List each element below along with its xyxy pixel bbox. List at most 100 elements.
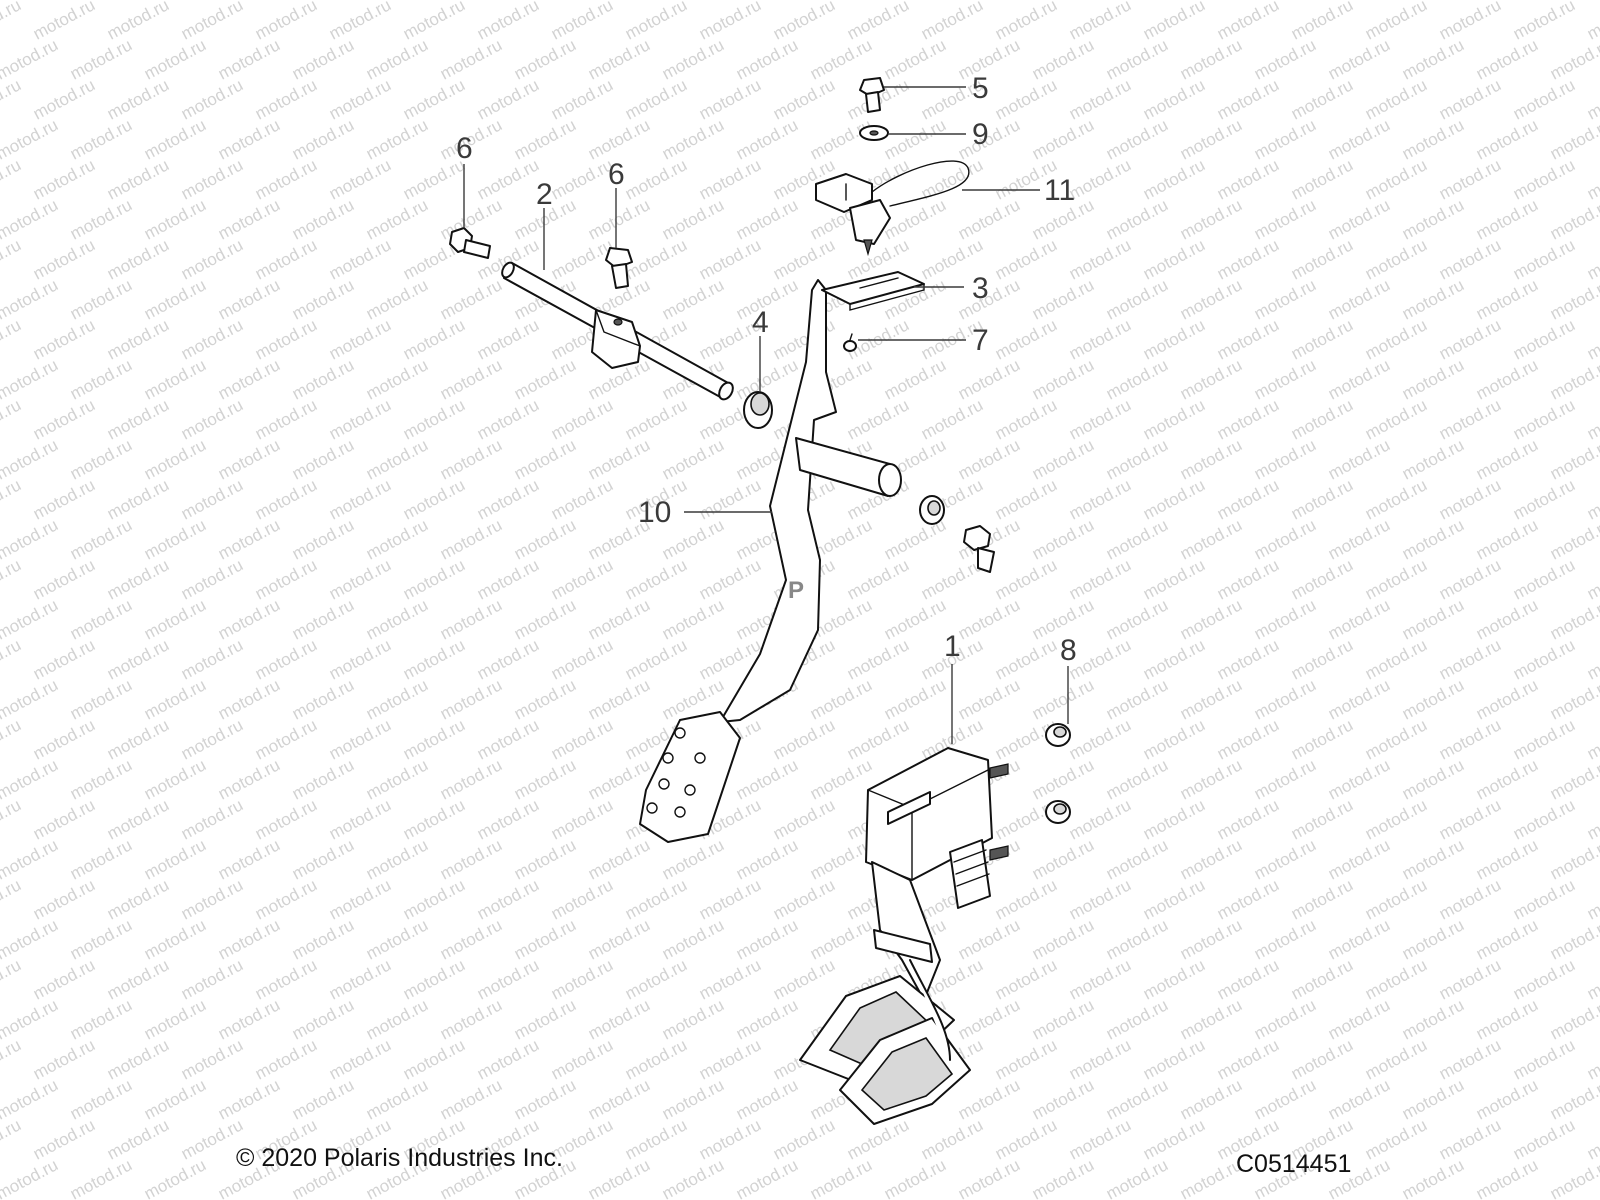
callout-11: 11 [1044,174,1075,207]
watermark-text: motod.ru [1547,675,1600,723]
watermark-text: motod.ru [363,355,431,403]
watermark-text: motod.ru [881,195,949,243]
watermark-text: motod.ru [1436,155,1504,203]
watermark-text: motod.ru [67,115,135,163]
watermark-text: motod.ru [696,955,764,1003]
watermark-text: motod.ru [252,475,320,523]
watermark-text: motod.ru [1436,555,1504,603]
watermark-text: motod.ru [1251,595,1319,643]
watermark-text: motod.ru [1214,75,1282,123]
watermark-text: motod.ru [1584,0,1600,44]
watermark-text: motod.ru [1177,195,1245,243]
watermark-text: motod.ru [0,875,24,923]
watermark-text: motod.ru [1288,155,1356,203]
watermark-text: motod.ru [252,395,320,443]
watermark-text: motod.ru [30,75,98,123]
watermark-text: motod.ru [992,1115,1060,1163]
watermark-text: motod.ru [696,1035,764,1083]
watermark-text: motod.ru [326,235,394,283]
watermark-text: motod.ru [289,435,357,483]
watermark-text: motod.ru [1214,1035,1282,1083]
watermark-text: motod.ru [1584,875,1600,923]
watermark-text: motod.ru [1029,435,1097,483]
watermark-text: motod.ru [1362,715,1430,763]
watermark-text: motod.ru [1325,595,1393,643]
watermark-text: motod.ru [1288,0,1356,44]
watermark-text: motod.ru [30,1115,98,1163]
watermark-text: motod.ru [622,155,690,203]
watermark-text: motod.ru [326,555,394,603]
watermark-text: motod.ru [1214,155,1282,203]
watermark-text: motod.ru [1066,315,1134,363]
callout-7: 7 [972,324,989,357]
watermark-text: motod.ru [548,395,616,443]
watermark-text: motod.ru [141,275,209,323]
watermark-text: motod.ru [1140,1115,1208,1163]
callout-4: 4 [752,306,769,339]
watermark-text: motod.ru [1584,155,1600,203]
watermark-text: motod.ru [1325,435,1393,483]
watermark-text: motod.ru [585,435,653,483]
watermark-text: motod.ru [992,955,1060,1003]
watermark-text: motod.ru [1140,795,1208,843]
watermark-text: motod.ru [1251,115,1319,163]
watermark-text: motod.ru [363,35,431,83]
watermark-text: motod.ru [1214,955,1282,1003]
watermark-text: motod.ru [30,155,98,203]
watermark-text: motod.ru [67,915,135,963]
callout-6b: 6 [608,158,625,191]
watermark-text: motod.ru [1473,595,1541,643]
watermark-text: motod.ru [474,1035,542,1083]
watermark-text: motod.ru [0,35,61,83]
watermark-text: motod.ru [622,955,690,1003]
watermark-text: motod.ru [400,635,468,683]
watermark-text: motod.ru [1066,955,1134,1003]
watermark-text: motod.ru [252,0,320,44]
watermark-text: motod.ru [141,195,209,243]
watermark-text: motod.ru [1103,1075,1171,1123]
watermark-text: motod.ru [548,1035,616,1083]
watermark-text: motod.ru [104,395,172,443]
watermark-text: motod.ru [67,995,135,1043]
watermark-text: motod.ru [1547,995,1600,1043]
watermark-text: motod.ru [437,595,505,643]
watermark-text: motod.ru [1325,835,1393,883]
watermark-text: motod.ru [0,275,61,323]
watermark-text: motod.ru [585,995,653,1043]
watermark-text: motod.ru [659,35,727,83]
watermark-text: motod.ru [1325,995,1393,1043]
watermark-text: motod.ru [1399,115,1467,163]
watermark-text: motod.ru [1547,435,1600,483]
watermark-text: motod.ru [1103,1155,1171,1200]
watermark-text: motod.ru [1547,115,1600,163]
watermark-text: motod.ru [511,1075,579,1123]
watermark-text: motod.ru [1251,755,1319,803]
watermark-text: motod.ru [104,795,172,843]
watermark-text: motod.ru [1510,0,1578,44]
watermark-text: motod.ru [141,755,209,803]
watermark-text: motod.ru [548,75,616,123]
watermark-text: motod.ru [474,395,542,443]
watermark-text: motod.ru [1362,635,1430,683]
watermark-text: motod.ru [400,75,468,123]
watermark-text: motod.ru [733,35,801,83]
watermark-text: motod.ru [1251,195,1319,243]
watermark-text: motod.ru [1362,75,1430,123]
watermark-text: motod.ru [1103,435,1171,483]
watermark-text: motod.ru [807,835,875,883]
watermark-text: motod.ru [955,275,1023,323]
watermark-text: motod.ru [326,715,394,763]
watermark-text: motod.ru [1399,435,1467,483]
watermark-text: motod.ru [289,595,357,643]
watermark-text: motod.ru [844,0,912,44]
watermark-text: motod.ru [326,395,394,443]
watermark-text: motod.ru [1325,675,1393,723]
watermark-text: motod.ru [326,875,394,923]
watermark-text: motod.ru [363,915,431,963]
watermark-text: motod.ru [474,315,542,363]
watermark-text: motod.ru [215,675,283,723]
callout-2: 2 [536,178,553,211]
watermark-text: motod.ru [104,555,172,603]
watermark-text: motod.ru [1399,1155,1467,1200]
watermark-text: motod.ru [400,875,468,923]
